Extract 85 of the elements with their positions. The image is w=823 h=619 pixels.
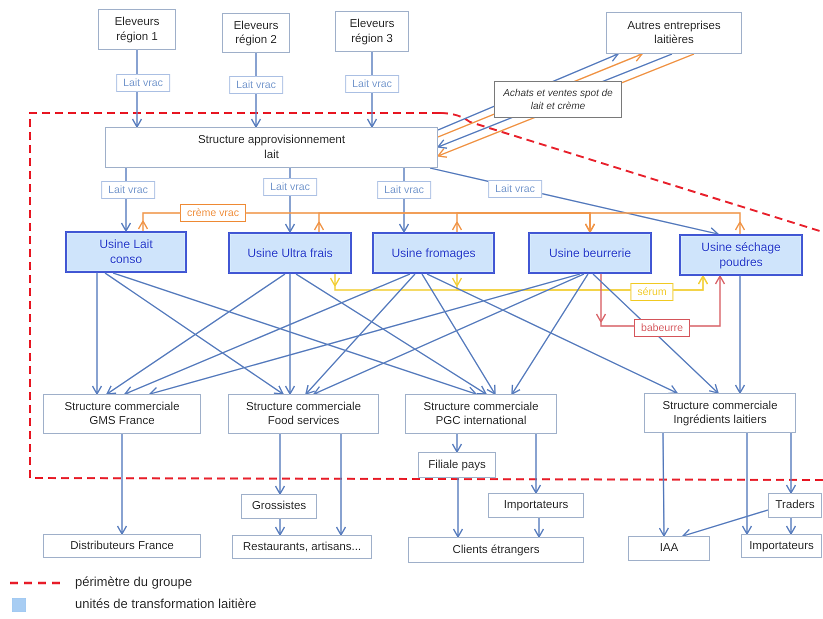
legend-text: périmètre du groupe: [75, 574, 192, 589]
process-box: [628, 536, 710, 561]
node-text: Autres entreprises laitières: [626, 18, 722, 48]
node-text: Restaurants, artisans...: [242, 540, 362, 554]
edge-label: Lait vrac: [345, 75, 399, 93]
process-box: [43, 534, 201, 558]
arrow: [452, 478, 464, 538]
node-text: Usine séchage poudres: [700, 240, 782, 270]
node-text: Filiale pays: [428, 458, 486, 472]
arrow: [336, 434, 346, 536]
edge-label: sérum: [630, 283, 674, 301]
arrow: [284, 274, 296, 395]
node-text: Usine Ultra frais: [247, 246, 333, 260]
node-text: Structure commerciale PGC international: [422, 400, 540, 428]
node-text: Importateurs: [749, 538, 814, 554]
edge-label: Lait vrac: [488, 180, 542, 198]
arrow: [313, 273, 584, 396]
process-box: [644, 393, 796, 433]
edge-label: Lait vrac: [101, 181, 155, 199]
arrow: [296, 273, 487, 395]
node-text: Structure commerciale Food services: [244, 400, 362, 428]
arrow: [511, 274, 589, 395]
process-box: [335, 11, 409, 52]
process-box: [741, 534, 822, 558]
node-text: Usine beurrerie: [548, 246, 632, 260]
process-box: [228, 394, 379, 434]
node-text: Structure commerciale GMS France: [63, 400, 181, 428]
edge-label: babeurre: [634, 319, 690, 337]
process-box: [606, 12, 742, 54]
edge-label: crème vrac: [180, 204, 246, 222]
arrow: [786, 518, 796, 535]
edge-label: Lait vrac: [263, 178, 317, 196]
arrow: [734, 276, 746, 394]
process-box: [405, 394, 557, 434]
factory-box: [372, 232, 495, 274]
arrow: [452, 434, 462, 453]
arrow: [682, 509, 768, 539]
node-text: Eleveurs région 1: [114, 15, 160, 44]
legend-text: unités de transformation laitière: [75, 596, 256, 611]
node-text: Importateurs: [504, 498, 568, 513]
factory-box: [528, 232, 652, 274]
process-box: [105, 127, 438, 168]
process-box: [232, 535, 372, 559]
node-text: Distributeurs France: [70, 538, 174, 554]
process-box: [222, 13, 290, 53]
arrow: [305, 274, 416, 395]
process-box: [418, 452, 496, 478]
arrow: [112, 272, 477, 396]
factory-box: [679, 234, 803, 276]
process-box: [98, 9, 176, 50]
process-box: [408, 537, 584, 563]
arrow: [786, 433, 796, 494]
process-box: [488, 493, 584, 518]
node-text: Usine Lait conso: [98, 237, 154, 267]
arrow: [92, 273, 102, 395]
process-box: [768, 493, 822, 518]
node-text: Clients étrangers: [452, 542, 540, 558]
edge-label: Lait vrac: [229, 76, 283, 94]
note-box: Achats et ventes spot de lait et crème: [494, 81, 622, 118]
node-text: Grossistes: [252, 499, 306, 514]
node-text: Structure commerciale Ingrédients laitiers: [661, 398, 779, 428]
process-box: [43, 394, 201, 434]
node-text: Traders: [775, 498, 815, 513]
arrow: [421, 274, 496, 395]
arrow: [274, 434, 286, 495]
node-text: IAA: [660, 541, 678, 556]
node-text: Structure approvisionnement lait: [196, 133, 346, 162]
factory-box: [228, 232, 352, 274]
process-box: [241, 494, 317, 519]
arrow: [534, 518, 544, 538]
node-text: Eleveurs région 2: [232, 18, 280, 48]
node-text: Usine fromages: [391, 246, 476, 260]
arrow: [149, 273, 580, 397]
arrow: [584, 212, 746, 234]
arrow: [426, 273, 678, 394]
factory-box: [65, 231, 187, 273]
edge-label: Lait vrac: [377, 181, 431, 199]
node-text: Eleveurs région 3: [348, 17, 396, 46]
arrow: [116, 434, 128, 535]
arrow: [124, 273, 410, 396]
edge-label: Lait vrac: [116, 74, 170, 92]
arrow: [742, 433, 752, 535]
arrow: [530, 434, 542, 494]
arrow: [274, 519, 286, 536]
arrow: [658, 433, 670, 537]
